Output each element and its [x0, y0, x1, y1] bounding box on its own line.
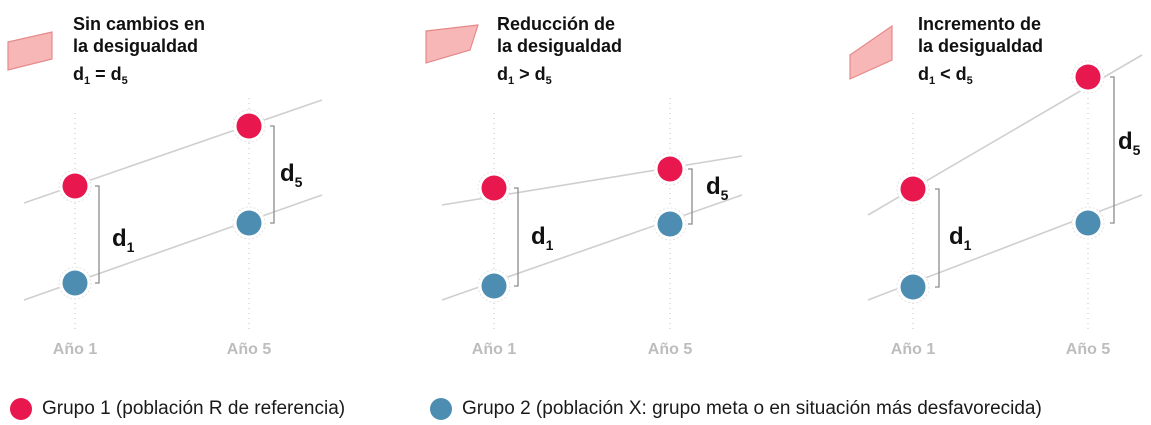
legend-item-group2: Grupo 2 (población X: grupo meta o en si… — [430, 398, 1042, 420]
group2-dot-year1 — [900, 274, 926, 300]
gap-label-d5: d5 — [280, 160, 303, 190]
trapezoid-icon — [425, 24, 479, 64]
trapezoid-icon — [849, 24, 893, 80]
gap-label-d5: d5 — [1118, 128, 1141, 158]
panel-title-line1: Incremento de — [918, 14, 1041, 34]
panel-title-line2: la desigualdad — [497, 36, 622, 56]
group1-dot-year1 — [481, 175, 507, 201]
legend-item-group1: Grupo 1 (población R de referencia) — [10, 398, 345, 420]
gap-label-d1: d1 — [949, 223, 972, 253]
gap-bracket-year1 — [935, 188, 940, 288]
panel-title-line2: la desigualdad — [918, 36, 1043, 56]
group2-dot-year5 — [1075, 210, 1101, 236]
gap-label-d1: d1 — [112, 225, 135, 255]
group1-dot-year1 — [62, 173, 88, 199]
legend-label-group2: Grupo 2 (población X: grupo meta o en si… — [462, 398, 1042, 419]
group1-dot-year5 — [657, 156, 683, 182]
gap-bracket-year5 — [270, 125, 275, 224]
panel-title-line2: la desigualdad — [73, 36, 198, 56]
group2-dot-year5 — [657, 211, 683, 237]
year5-label: Año 5 — [1066, 341, 1111, 358]
group2-dot-year1 — [481, 273, 507, 299]
year5-label: Año 5 — [227, 341, 272, 358]
group2-dot-year5 — [236, 210, 262, 236]
panel-title-line1: Reducción de — [497, 14, 615, 34]
year1-label: Año 1 — [472, 341, 517, 358]
gap-label-d1: d1 — [531, 223, 554, 253]
legend: Grupo 1 (población R de referencia) Grup… — [0, 398, 1151, 424]
gap-bracket-year5 — [1110, 76, 1115, 224]
group1-dot-year5 — [236, 113, 262, 139]
group2-dot-year1 — [62, 270, 88, 296]
legend-label-group1: Grupo 1 (población R de referencia) — [42, 398, 346, 419]
panel-title-line1: Sin cambios en — [73, 14, 205, 34]
group1-dot-year5 — [1075, 64, 1101, 90]
relation-formula: d1 = d5 — [73, 64, 128, 87]
gap-bracket-year1 — [95, 185, 100, 284]
relation-formula: d1 < d5 — [918, 64, 973, 87]
year1-label: Año 1 — [891, 341, 936, 358]
blue-circle-icon — [430, 398, 452, 420]
trapezoid-icon — [7, 31, 53, 71]
gap-bracket-year1 — [514, 187, 519, 287]
year1-label: Año 1 — [53, 341, 98, 358]
group1-dot-year1 — [900, 176, 926, 202]
relation-formula: d1 > d5 — [497, 64, 552, 87]
gap-bracket-year5 — [688, 168, 693, 225]
red-circle-icon — [10, 398, 32, 420]
year5-label: Año 5 — [648, 341, 693, 358]
gap-label-d5: d5 — [706, 173, 729, 203]
